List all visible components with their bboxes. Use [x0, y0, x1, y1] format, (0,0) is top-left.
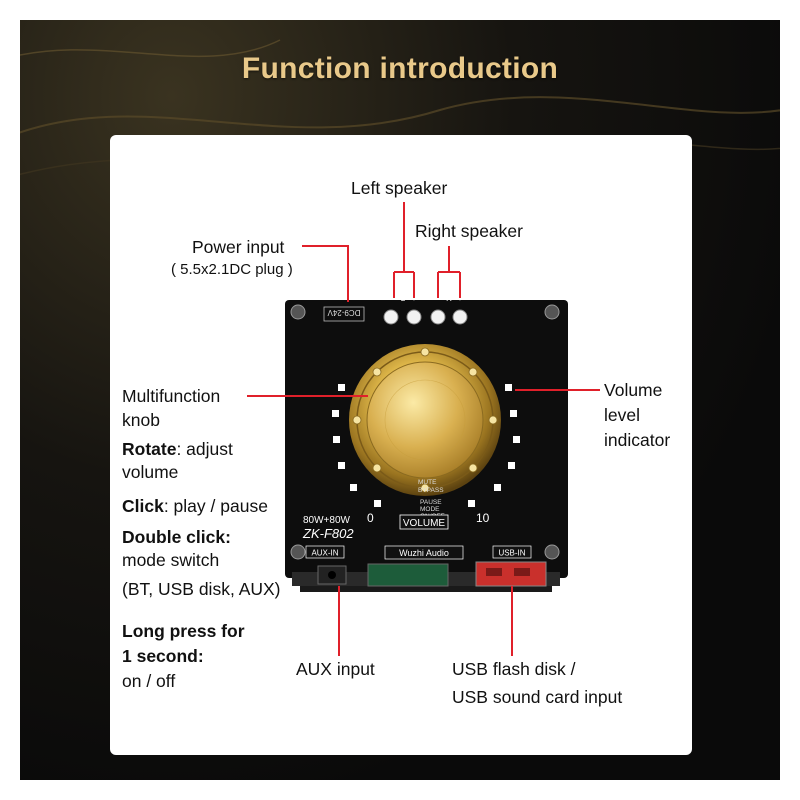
long-press-title: Long press for	[122, 621, 245, 641]
screw-icon	[544, 544, 560, 560]
svg-text:+: +	[412, 294, 417, 303]
svg-text:–: –	[389, 294, 394, 303]
usb-input-label: USB flash disk /	[452, 659, 576, 679]
right-speaker-label: Right speaker	[415, 221, 523, 241]
rotate-bold: Rotate	[122, 439, 177, 459]
power-input-sub: ( 5.5x2.1DC plug )	[171, 261, 293, 278]
svg-text:+: +	[458, 294, 463, 303]
usb-input-label-2: USB sound card input	[452, 687, 623, 707]
scale-min: 0	[367, 511, 374, 525]
usb-in-label: USB-IN	[498, 549, 525, 558]
right-plus-terminal	[452, 309, 468, 325]
brand-label: Wuzhi Audio	[399, 548, 449, 558]
screw-icon	[290, 544, 306, 560]
knob-text-mute: MUTE	[418, 479, 437, 486]
model-name: ZK-F802	[302, 526, 354, 541]
model-power: 80W+80W	[303, 515, 351, 526]
rotate-desc: Rotate: adjust	[122, 438, 233, 460]
multifunction-label: Multifunction	[122, 386, 221, 406]
rotate-rest: : adjust	[176, 439, 233, 459]
long-press-title-2: 1 second:	[122, 646, 204, 666]
bluetooth-module	[367, 563, 449, 587]
svg-text:–: –	[436, 294, 441, 303]
volume-led-ring	[332, 384, 520, 507]
volume-indicator-label-2: level	[604, 405, 640, 425]
screw-icon	[544, 304, 560, 320]
power-input-label: Power input	[192, 237, 285, 257]
multifunction-label-2: knob	[122, 410, 160, 430]
click-rest: : play / pause	[163, 496, 268, 516]
page-title: Function introduction	[241, 52, 559, 85]
leader-lines	[247, 202, 600, 656]
svg-text:R: R	[446, 294, 452, 303]
knob-text-bypass: BYPASS	[418, 487, 444, 494]
svg-text:L: L	[401, 294, 406, 303]
knob-text-pause: PAUSE	[420, 499, 442, 506]
click-desc: Click: play / pause	[122, 495, 268, 517]
double-click-title: Double click:	[122, 527, 231, 547]
right-minus-terminal	[430, 309, 446, 325]
long-press-desc: on / off	[122, 671, 176, 691]
screw-icon	[290, 304, 306, 320]
double-click-modes: (BT, USB disk, AUX)	[122, 579, 281, 599]
left-speaker-label: Left speaker	[351, 178, 448, 198]
left-minus-terminal	[383, 309, 399, 325]
volume-indicator-label-3: indicator	[604, 430, 671, 450]
scale-max: 10	[476, 511, 490, 525]
volume-label: VOLUME	[403, 518, 446, 529]
click-bold: Click	[122, 496, 164, 516]
power-rating-label: DC9-24V	[327, 308, 361, 317]
left-plus-terminal	[406, 309, 422, 325]
aux-in-label: AUX-IN	[311, 549, 338, 558]
rotate-desc-2: volume	[122, 462, 179, 482]
knob-text-mode: MODE	[420, 506, 440, 513]
volume-indicator-label: Volume	[604, 380, 663, 400]
aux-input-label: AUX input	[296, 659, 375, 679]
double-click-desc: mode switch	[122, 550, 220, 570]
